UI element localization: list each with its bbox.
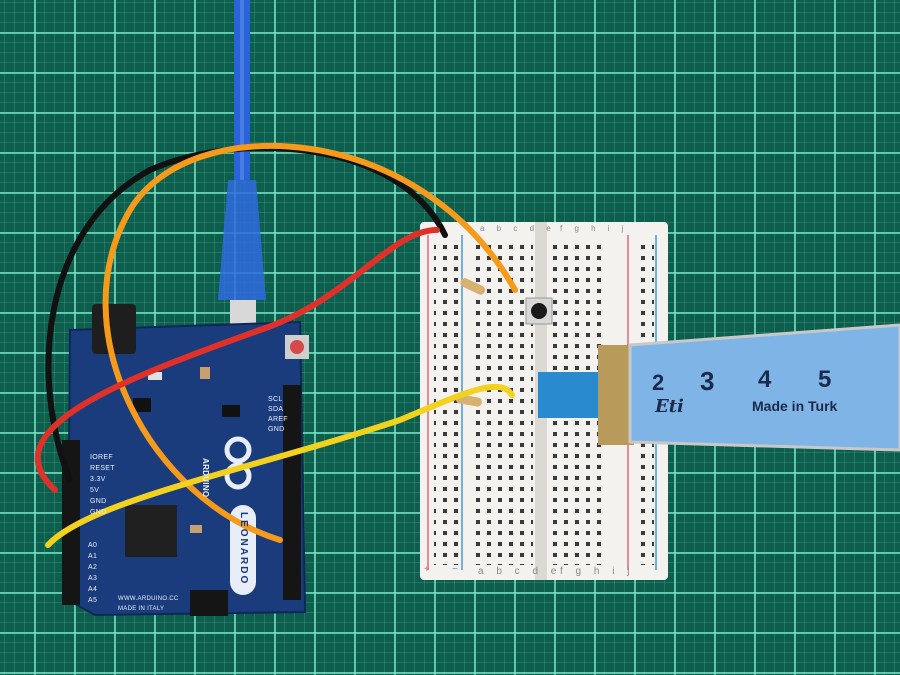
push-button [525,297,553,325]
pin-label: GND [268,426,285,433]
pin-label: AREF [268,416,288,423]
pin-label: 3.3V [90,476,106,483]
pin-label: SCL [268,396,283,403]
rail-minus: − [452,564,463,575]
rail-plus: + [424,564,435,575]
wires [34,142,518,548]
power-pin-labels: IOREF RESET 3.3V 5V GND GND [90,452,115,518]
measuring-tape [628,323,900,452]
pin-label: A0 [88,542,98,549]
breadboard-letters-top-right: f g h i j [560,224,629,233]
pin-label: GND [90,509,107,516]
analog-pin-labels: A0 A1 A2 A3 A4 A5 [88,540,97,606]
model-label: LEONARDO [238,512,249,586]
breadboard-letters-left: a b c d e [478,566,562,577]
usb-cable [218,0,266,326]
pin-label: A5 [88,597,98,604]
pin-label: RESET [90,465,115,472]
pin-label: 5V [90,487,100,494]
tape-number: 5 [818,366,832,393]
flex-sensor [538,345,634,445]
tape-text: Made in Turk [752,398,838,414]
website-label: WWW.ARDUINO.CC [118,596,179,602]
made-in-label: MADE IN ITALY [118,606,165,612]
pin-label: GND [90,498,107,505]
pin-label: A2 [88,564,98,571]
pin-label: SDA [268,406,284,413]
pin-label: A1 [88,553,98,560]
brand-label: ARDUINO [201,458,210,498]
pin-label: A3 [88,575,98,582]
tape-number: 3 [700,366,715,396]
tape-number: 2 [652,370,665,395]
breadboard-letters-right: f g h i j [560,566,635,577]
arduino-logo [224,436,252,490]
tape-handwriting: Eti [655,396,684,417]
top-pin-labels: SCL SDA AREF GND [268,395,288,435]
pin-label: A4 [88,586,98,593]
tape-number: 4 [758,366,772,393]
pin-label: IOREF [90,454,113,461]
breadboard-letters-top-left: a b c d e [480,224,556,233]
